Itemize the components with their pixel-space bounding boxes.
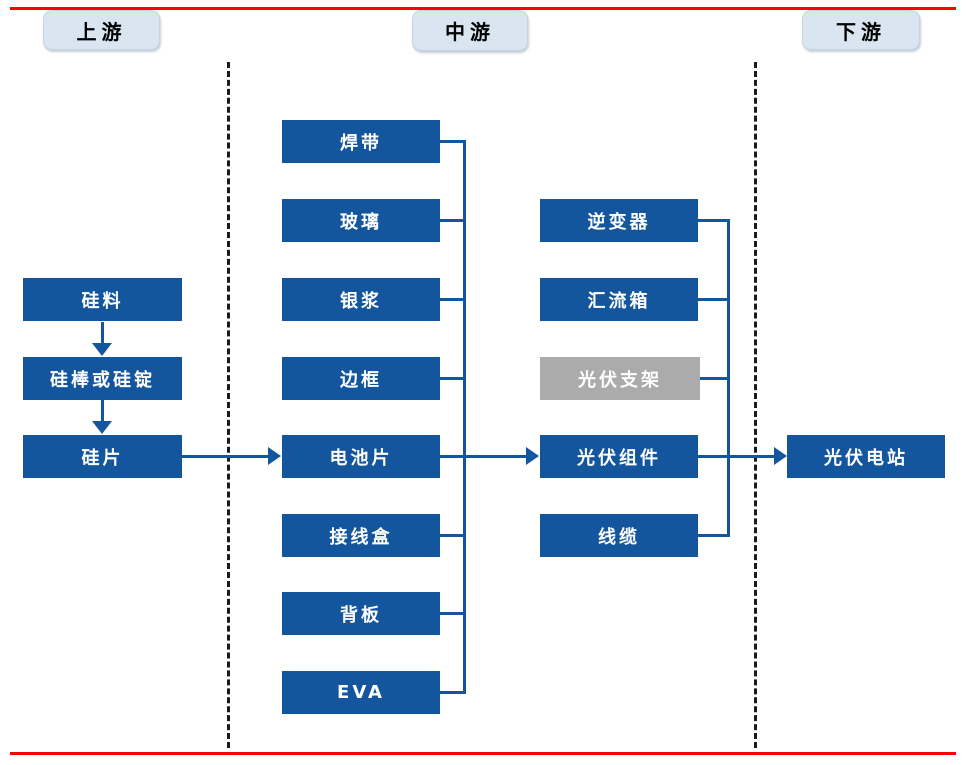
node-pv-bracket: 光伏支架 — [540, 357, 700, 400]
node-silver-paste: 银浆 — [282, 278, 440, 321]
stub-silver-paste — [440, 298, 466, 301]
divider-upstream-midstream — [227, 62, 230, 748]
divider-midstream-downstream — [754, 62, 757, 748]
node-solder-ribbon: 焊带 — [282, 120, 440, 163]
node-cable: 线缆 — [540, 514, 698, 557]
arrow-material-to-rod-stem — [101, 322, 104, 344]
node-combiner-box: 汇流箱 — [540, 278, 698, 321]
stage-badge-downstream: 下游 — [802, 10, 920, 50]
arrow-cell-to-module-line — [440, 455, 526, 458]
node-silicon-rod-or-ingot: 硅棒或硅锭 — [23, 357, 182, 400]
node-eva: EVA — [282, 671, 440, 714]
arrow-rod-to-wafer-stem — [101, 400, 104, 422]
arrow-wafer-to-cell-line — [182, 455, 268, 458]
stage-badge-upstream: 上游 — [43, 10, 160, 50]
node-silicon-wafer: 硅片 — [23, 435, 182, 478]
top-red-rule — [10, 7, 956, 10]
node-pv-module: 光伏组件 — [540, 435, 698, 478]
arrow-rod-to-wafer-head — [92, 421, 112, 434]
arrow-module-to-station-head — [774, 447, 787, 465]
stub-junction-box — [440, 534, 466, 537]
stub-combiner-box — [698, 298, 730, 301]
stub-glass — [440, 219, 466, 222]
stub-eva — [440, 691, 466, 694]
stub-backsheet — [440, 612, 466, 615]
stage-badge-midstream: 中游 — [412, 10, 528, 51]
node-inverter: 逆变器 — [540, 199, 698, 242]
materials-bus-line — [463, 140, 466, 694]
node-pv-power-station: 光伏电站 — [787, 435, 945, 478]
arrow-material-to-rod-head — [92, 343, 112, 356]
node-glass: 玻璃 — [282, 199, 440, 242]
arrow-module-to-station-line — [698, 455, 774, 458]
stub-cable — [698, 534, 730, 537]
stub-inverter — [698, 219, 730, 222]
stub-pv-bracket — [700, 377, 730, 380]
node-silicon-material: 硅料 — [23, 278, 182, 321]
bottom-red-rule — [10, 752, 956, 755]
stub-frame — [440, 377, 466, 380]
node-solar-cell: 电池片 — [282, 435, 440, 478]
node-backsheet: 背板 — [282, 592, 440, 635]
stub-solder-ribbon — [440, 140, 466, 143]
arrow-cell-to-module-head — [526, 447, 539, 465]
node-junction-box: 接线盒 — [282, 514, 440, 557]
node-frame: 边框 — [282, 357, 440, 400]
arrow-wafer-to-cell-head — [268, 447, 281, 465]
